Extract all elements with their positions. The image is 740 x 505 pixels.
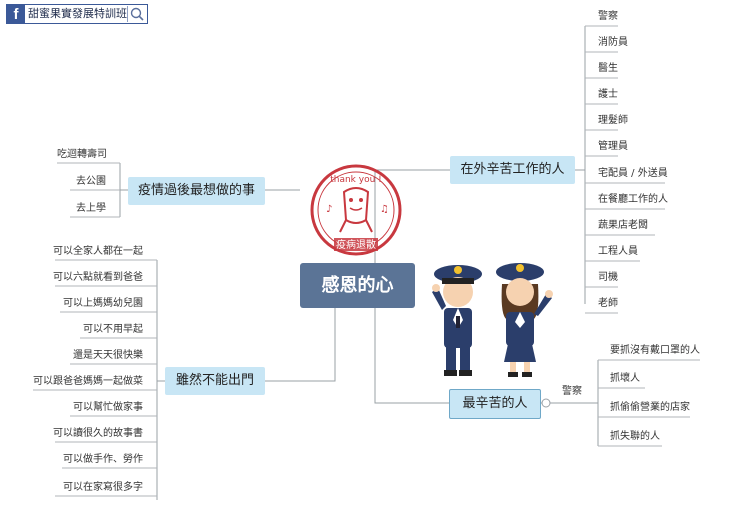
leaf-item[interactable]: 可以讀很久的故事書 [53, 428, 143, 439]
leaf-item[interactable]: 管理員 [598, 141, 628, 152]
svg-text:疫病退散: 疫病退散 [336, 238, 376, 251]
facebook-page-bar[interactable]: f 甜蜜果實發展特訓班 [6, 4, 148, 24]
leaf-item[interactable]: 可以上媽媽幼兒園 [63, 298, 143, 309]
branch-hardest-people[interactable]: 最辛苦的人 [449, 389, 541, 419]
branch-cannot-go-out[interactable]: 雖然不能出門 [165, 367, 265, 395]
leaf-item[interactable]: 蔬果店老闆 [598, 220, 648, 231]
leaf-item[interactable]: 可以做手作、勞作 [63, 454, 143, 465]
leaf-item[interactable]: 抓失聯的人 [610, 431, 660, 442]
stamp-top-text: thank you ! [330, 175, 382, 185]
leaf-item[interactable]: 可以在家寫很多字 [63, 482, 143, 493]
leaf-item[interactable]: 宅配員 / 外送員 [598, 168, 668, 179]
leaf-item[interactable]: 去上學 [76, 203, 106, 214]
svg-text:♪: ♪ [326, 204, 332, 215]
thank-you-stamp: thank you ! 疫病退散 疫病退散 ♪ ♫ [310, 164, 402, 256]
leaf-item[interactable]: 可以全家人都在一起 [53, 246, 143, 257]
leaf-item[interactable]: 可以跟爸爸媽媽一起做菜 [33, 376, 143, 387]
leaf-item[interactable]: 在餐廳工作的人 [598, 194, 668, 205]
leaf-item[interactable]: 醫生 [598, 63, 618, 74]
leaf-item[interactable]: 可以幫忙做家事 [73, 402, 143, 413]
leaf-item[interactable]: 抓偷偷營業的店家 [610, 402, 690, 413]
central-node[interactable]: 感恩的心 [300, 263, 415, 308]
leaf-item[interactable]: 要抓沒有戴口罩的人 [610, 345, 700, 356]
svg-text:♫: ♫ [380, 204, 389, 215]
leaf-item[interactable]: 工程人員 [598, 246, 638, 257]
leaf-item[interactable]: 還是天天很快樂 [73, 350, 143, 361]
police-officers-illustration [432, 263, 553, 377]
leaf-item[interactable]: 理髮師 [598, 115, 628, 126]
leaf-item[interactable]: 抓壞人 [610, 373, 640, 384]
police-sub-label[interactable]: 警察 [562, 386, 582, 397]
branch-outside-workers[interactable]: 在外辛苦工作的人 [450, 156, 575, 184]
leaf-item[interactable]: 司機 [598, 272, 618, 283]
leaf-item[interactable]: 可以六點就看到爸爸 [53, 272, 143, 283]
facebook-icon: f [7, 5, 25, 23]
leaf-item[interactable]: 警察 [598, 11, 618, 22]
leaf-item[interactable]: 可以不用早起 [83, 324, 143, 335]
search-icon[interactable] [127, 6, 146, 22]
leaf-item[interactable]: 老師 [598, 298, 618, 309]
page-name: 甜蜜果實發展特訓班 [28, 7, 127, 20]
leaf-item[interactable]: 吃迴轉壽司 [57, 149, 107, 160]
branch-after-epidemic[interactable]: 疫情過後最想做的事 [128, 177, 265, 205]
leaf-item[interactable]: 護士 [598, 89, 618, 100]
leaf-item[interactable]: 去公園 [76, 176, 106, 187]
leaf-item[interactable]: 消防員 [598, 37, 628, 48]
